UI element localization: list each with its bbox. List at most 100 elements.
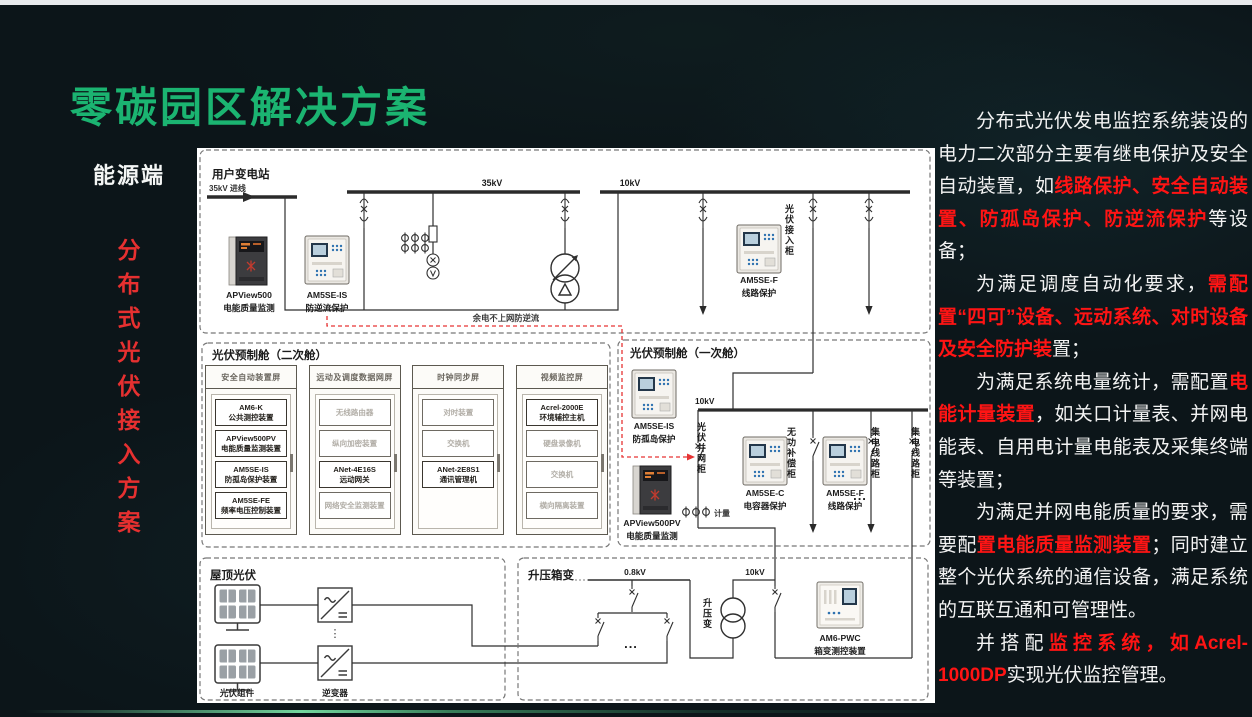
am5se-f-name: 线路保护 <box>742 287 777 298</box>
body-text: 等设备； <box>938 208 1248 263</box>
booster-box <box>517 557 929 701</box>
body-text: 为满足系统电量统计，需配置 <box>976 371 1229 393</box>
regulator-arrow-icon <box>571 255 578 262</box>
bus-10kv-label: 10kV <box>620 178 641 188</box>
am6-pwc-model: AM6-PWC <box>819 633 860 643</box>
cabinet-item: 对时装置 <box>422 399 495 426</box>
body-text: 并搭配 <box>976 632 1049 654</box>
cabinet-title: 时钟同步屏 <box>413 366 504 389</box>
anti-reverse-flow-link <box>326 316 689 458</box>
highlighted-text: 电能计量装置 <box>938 371 1248 426</box>
body-text: ，如关口计量表、并网电能表、自用电计量电能表及采集终端等装置； <box>938 404 1248 491</box>
bottom-accent-line <box>0 710 1252 713</box>
cabinet-item: 纵向加密装置 <box>318 430 391 457</box>
am5se-f-model: AM5SE-F <box>740 275 778 285</box>
lv-main-switch-icon <box>628 585 639 613</box>
metering-label: 计量 <box>714 508 730 518</box>
am5se-is-device <box>304 235 350 285</box>
cabinet-item: 横向隔离装置 <box>525 492 598 519</box>
info-paragraph: 并搭配监控系统，如Acrel-1000DP实现光伏监控管理。 <box>938 628 1248 693</box>
metering-branch <box>401 225 440 280</box>
am5se-c-device <box>742 436 788 486</box>
red-note-label: 余电不上网防逆流 <box>472 313 540 323</box>
info-text-panel: 分布式光伏发电监控系统装设的电力二次部分主要有继电保护及安全自动装置，如线路保护… <box>938 106 1248 693</box>
feeder-arrow-icon <box>865 306 873 315</box>
feeder-arrow-icon <box>699 306 707 315</box>
cabinet-title: 视频监控屏 <box>516 366 607 389</box>
cabinet-title: 远动及调度数据网屏 <box>309 366 400 389</box>
cabinet-handle-icon <box>600 453 604 472</box>
booster-transformer-icon <box>720 597 746 639</box>
rooftop-title: 屋顶光伏 <box>210 568 256 582</box>
cabinet-title: 安全自动装置屏 <box>206 366 296 389</box>
cabinet-handle-icon <box>393 453 397 472</box>
metering-ct-icon <box>702 505 710 519</box>
primary-cabin-title: 光伏预制舱（一次舱） <box>629 346 745 360</box>
am5se-f-device <box>736 224 782 274</box>
pv-module-label: 光伏组件 <box>219 687 255 698</box>
am5se-is-model: AM5SE-IS <box>634 421 675 431</box>
apview500-name: 电能质量监测 <box>223 302 275 313</box>
feeder-arrow-icon <box>867 524 875 533</box>
cabinet-item: 硬盘录像机 <box>525 430 598 457</box>
am6-pwc-name: 箱变测控装置 <box>814 645 866 656</box>
am5se-is-name: 防孤岛保护 <box>633 433 676 444</box>
switch-icon <box>809 434 820 462</box>
pv-incoming-cabinet-label: 光伏接入柜 <box>784 203 795 257</box>
booster-title: 升压箱变 <box>528 568 574 582</box>
body-text: 实现光伏监控管理。 <box>1006 665 1178 687</box>
body-text: 分布式光伏发电监控系统装设的电力二次部分主要有继电保护及安全自动装置，如 <box>938 111 1248 198</box>
main-transformer-icon <box>550 253 580 304</box>
apview500pv-name: 电能质量监测 <box>626 530 678 541</box>
pv-panel-icon <box>214 584 261 631</box>
body-text: ；同时建立整个光伏系统的通信设备，满足系统的互联互通和可管理性。 <box>938 534 1248 621</box>
grid-connection-cabinet-label: 光伏并网柜 <box>696 421 707 475</box>
info-paragraph: 为满足系统电量统计，需配置电能计量装置，如关口计量表、并网电能表、自用电计量电能… <box>938 367 1248 497</box>
pv-panel-icon <box>214 644 261 691</box>
am5se-c-model: AM5SE-C <box>746 488 785 498</box>
booster-transformer-section: 升压箱变 0.8kV 10kV ... 升压变 AM6-PWC 箱 <box>517 557 929 701</box>
feeder-arrow-icon <box>809 524 817 533</box>
secondary-cabin-section: 光伏预制舱（二次舱） <box>201 342 611 548</box>
primary-cabin-section: 光伏预制舱（一次舱） 10kV 计量 光伏并网柜 无功补偿柜 集电线路柜 集电线… <box>617 339 931 658</box>
info-paragraph: 分布式光伏发电监控系统装设的电力二次部分主要有继电保护及安全自动装置，如线路保护… <box>938 106 1248 269</box>
secondary-cabin-box <box>201 342 611 548</box>
page-title: 零碳园区解决方案 <box>70 84 431 131</box>
flow-arrow-icon <box>243 192 255 202</box>
substation-section: 用户变电站 35kV 进线 35kV 10kV <box>199 149 931 461</box>
cabinet-item: 交换机 <box>525 461 598 488</box>
cabinet-item: 网络安全监测装置 <box>318 492 391 519</box>
highlighted-text: 线路保护、安全自动装置、防孤岛保护、防逆流保护 <box>938 176 1248 230</box>
vertical-dots-label: ⋮ <box>330 628 341 640</box>
booster-transformer-label: 升压变 <box>702 597 712 630</box>
meter-icon <box>426 266 440 280</box>
hv-10kv-label: 10kV <box>745 567 765 577</box>
string-switch-icon <box>663 614 674 642</box>
scheme-vertical-label: 分布式光伏接入方案 <box>114 238 140 544</box>
inverter-icon <box>317 645 353 681</box>
incoming-line-label: 35kV 进线 <box>209 183 246 193</box>
red-arrow-icon <box>687 453 695 461</box>
breaker-icon <box>864 191 874 229</box>
am5se-is-anti-island-device <box>631 369 677 419</box>
breaker-icon <box>359 191 369 229</box>
am6-pwc-device <box>816 581 864 629</box>
am5se-f-feeder-device <box>822 436 868 486</box>
bus-35kv-label: 35kV <box>482 178 503 188</box>
ellipsis-label: ... <box>853 488 867 503</box>
info-paragraph: 为满足调度自动化要求，需配置“四可”设备、远动系统、对时设备及安全防护装置； <box>938 269 1248 367</box>
am5se-f-name: 线路保护 <box>828 500 863 511</box>
hv-switch-icon <box>771 585 782 613</box>
